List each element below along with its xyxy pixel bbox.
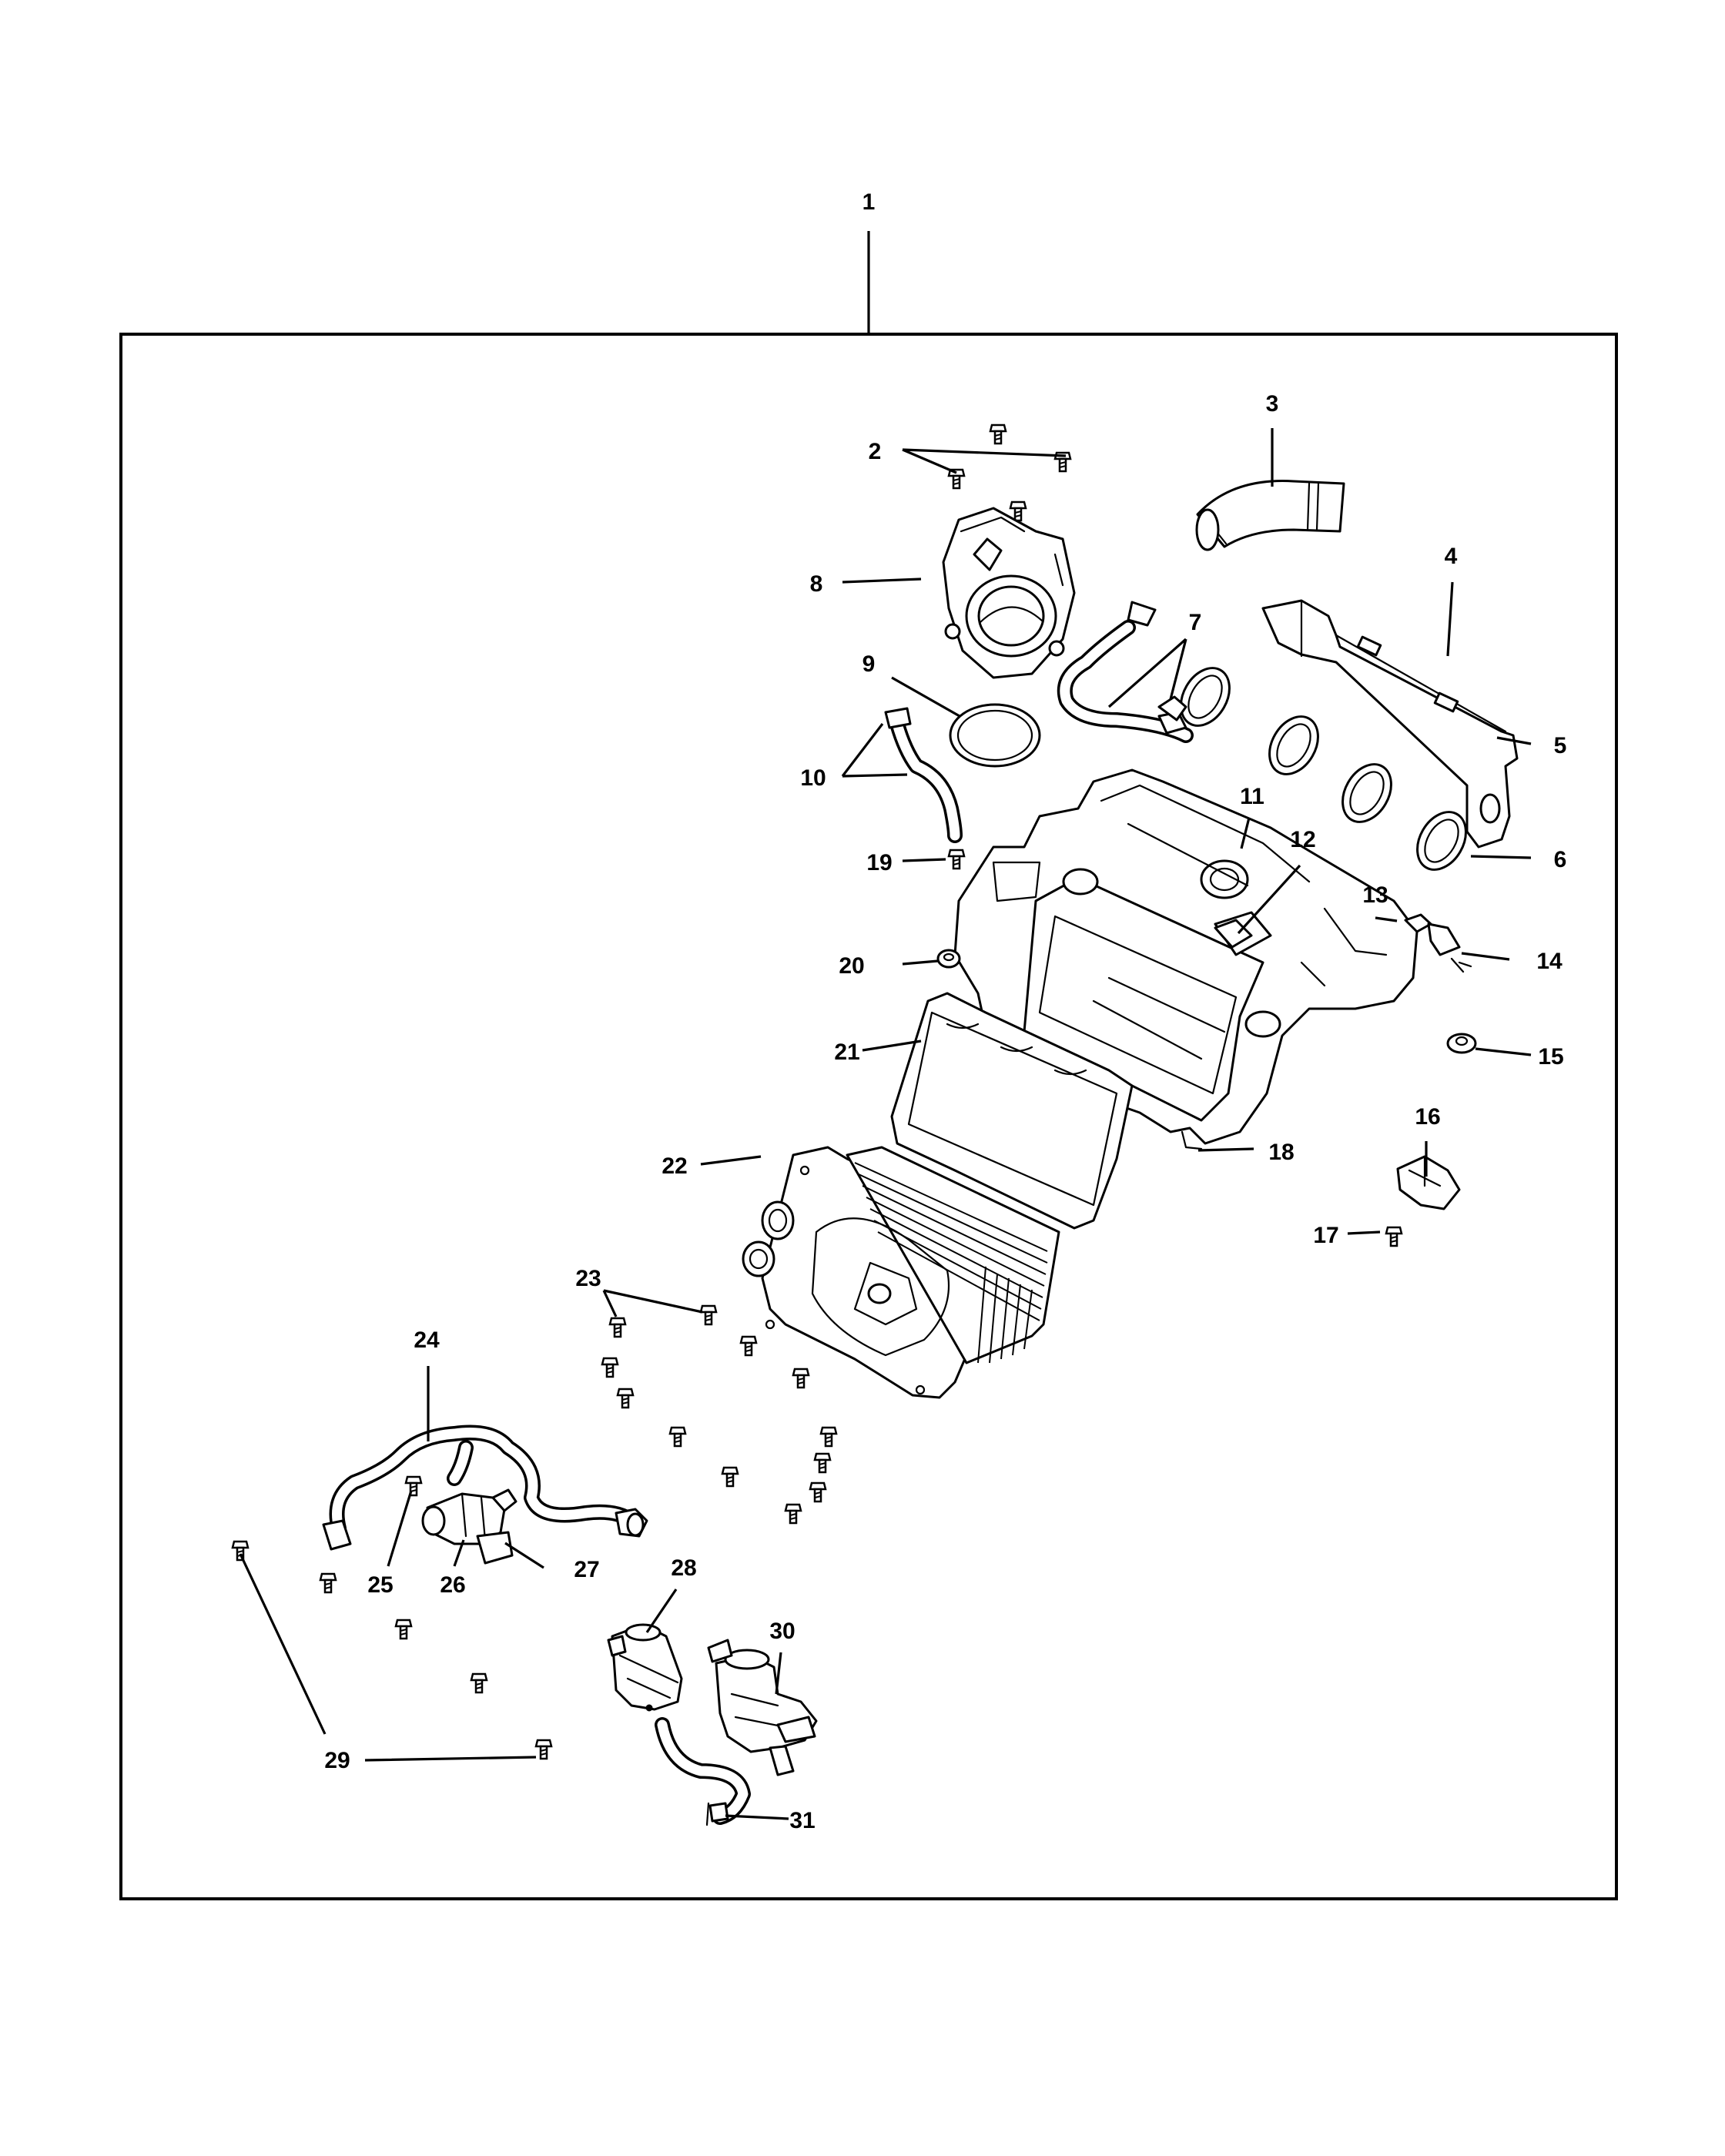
callout-28: 28 (671, 1555, 696, 1581)
coolant-pump (707, 1639, 818, 1776)
callout-31: 31 (789, 1808, 815, 1833)
leader-7 (1107, 638, 1187, 708)
callout-18: 18 (1268, 1140, 1294, 1165)
leader-4 (1446, 581, 1454, 657)
callout-5: 5 (1554, 733, 1567, 758)
leader-29 (239, 1553, 537, 1762)
leader-28 (645, 1589, 678, 1633)
charge-air-cooler (742, 1146, 1060, 1399)
callout-30: 30 (769, 1619, 795, 1644)
callout-1: 1 (862, 189, 876, 215)
leader-22 (700, 1155, 762, 1166)
leader-30 (775, 1652, 782, 1695)
leader-23 (602, 1289, 703, 1317)
callout-6: 6 (1554, 847, 1567, 872)
callout-16: 16 (1415, 1104, 1440, 1130)
callout-4: 4 (1445, 544, 1458, 569)
leader-27 (504, 1542, 544, 1569)
throttle-gasket (949, 703, 1041, 768)
callout-26: 26 (440, 1572, 465, 1598)
leader-20 (902, 959, 939, 966)
callout-20: 20 (839, 953, 864, 979)
support-bracket (1261, 599, 1519, 849)
callout-7: 7 (1189, 610, 1202, 635)
callout-12: 12 (1290, 827, 1315, 852)
callout-11: 11 (1240, 784, 1264, 809)
leader-18 (1197, 1147, 1254, 1152)
leader-2 (902, 448, 1067, 474)
callout-17: 17 (1313, 1223, 1338, 1248)
callout-8: 8 (810, 571, 823, 597)
pump-hose (655, 1717, 751, 1826)
map-sensor (1214, 919, 1253, 949)
callout-21: 21 (834, 1040, 859, 1065)
leader-17 (1347, 1230, 1381, 1235)
vacuum-hose (1057, 601, 1194, 743)
screw-19 (947, 849, 966, 870)
callout-29: 29 (324, 1748, 350, 1773)
callout-25: 25 (367, 1572, 393, 1598)
temperature-sensor (1396, 1155, 1461, 1210)
screw-17 (1385, 1226, 1403, 1247)
callout-2: 2 (869, 439, 882, 464)
pcv-hose (884, 707, 963, 843)
callout-24: 24 (414, 1327, 440, 1353)
port-gaskets (1180, 667, 1467, 871)
leader-31 (725, 1814, 789, 1820)
cooler-screws (601, 1304, 838, 1525)
leader-5 (1496, 736, 1532, 745)
leader-26 (453, 1539, 465, 1567)
callout-23: 23 (575, 1266, 601, 1291)
grommet (1446, 1033, 1477, 1054)
leader-10 (841, 723, 908, 778)
callout-9: 9 (862, 651, 876, 677)
callout-13: 13 (1362, 882, 1388, 908)
screw-2a (989, 424, 1007, 445)
leader-11 (1240, 817, 1251, 849)
coolant-valve (607, 1623, 683, 1712)
leader-13 (1375, 916, 1398, 922)
hose-fitting (1157, 695, 1187, 721)
assembly-frame (119, 333, 1618, 1900)
screw-25 (404, 1475, 423, 1497)
leader-15 (1475, 1047, 1532, 1056)
leader-21 (862, 1040, 922, 1052)
cooler-gasket (890, 992, 1134, 1230)
callout-22: 22 (662, 1153, 687, 1179)
leader-8 (842, 578, 922, 584)
leader-25 (387, 1490, 413, 1567)
leader-14 (1461, 952, 1510, 961)
coolant-hose (322, 1424, 648, 1551)
nut-20 (936, 949, 961, 969)
leader-19 (902, 858, 946, 862)
callout-15: 15 (1538, 1044, 1563, 1070)
leader-6 (1470, 855, 1532, 859)
leader-12 (1237, 864, 1301, 935)
callout-19: 19 (866, 850, 892, 875)
throttle-body (942, 507, 1076, 679)
leader-9 (891, 676, 960, 718)
callout-10: 10 (800, 765, 826, 791)
callout-27: 27 (574, 1557, 599, 1582)
callout-14: 14 (1536, 949, 1563, 974)
thermostat-housing (421, 1488, 518, 1565)
sensor-clip (1404, 913, 1472, 973)
callout-3: 3 (1266, 391, 1279, 417)
air-inlet-elbow (1195, 480, 1345, 551)
